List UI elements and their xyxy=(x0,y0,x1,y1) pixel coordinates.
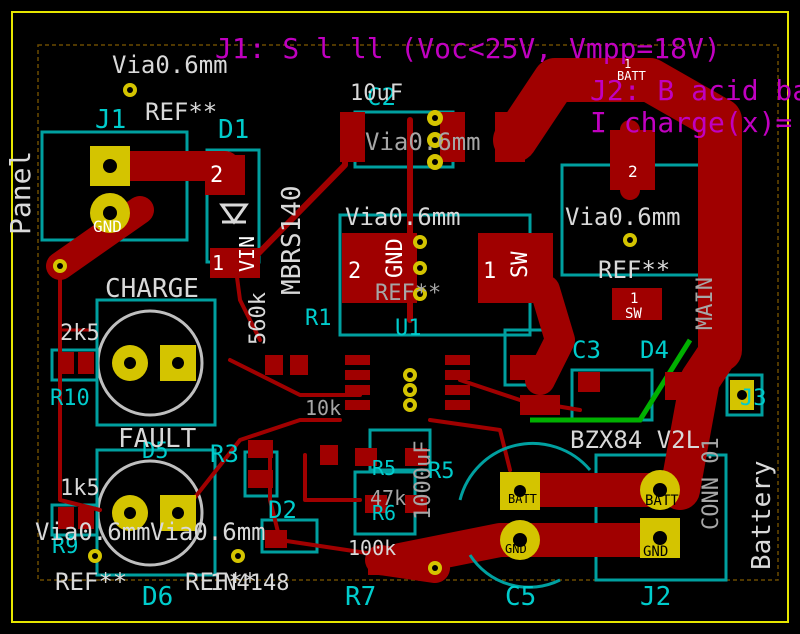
pad-num-d1-2: 2 xyxy=(210,163,223,188)
ref-r3: R3 xyxy=(210,440,239,468)
ref-c3: C3 xyxy=(572,336,601,364)
ref-r7: R7 xyxy=(345,582,376,612)
value-d2: 1N4148 xyxy=(210,571,289,596)
pad-sw-main: SW xyxy=(508,251,533,278)
panel-label: Panel xyxy=(4,151,37,235)
via-label-1: Via0.6mm xyxy=(112,51,228,79)
ref-marker-1: REF** xyxy=(145,98,217,126)
conn-label: CONN 01 xyxy=(699,437,724,530)
note-line-2: J2: B acid battery xyxy=(590,74,800,107)
ref-d1: D1 xyxy=(218,115,249,145)
ref-r9: R9 xyxy=(52,534,79,559)
value-r3: 10k xyxy=(305,396,341,420)
pad-gnd-c5: GND xyxy=(505,542,527,556)
pad-j1-gnd: GND xyxy=(93,217,122,236)
mbr-label: MBRS140 xyxy=(277,185,307,295)
ref-d2: D2 xyxy=(268,496,297,524)
via-label-5: Via0.6mm xyxy=(35,518,151,546)
value-c5: 1000uF xyxy=(411,441,436,520)
ref-marker-5: REF** xyxy=(375,281,441,306)
ref-r1: R1 xyxy=(305,306,332,331)
ref-j3: J3 xyxy=(740,386,767,411)
board-edge-outline xyxy=(11,11,789,623)
via-label-4: Via0.6mm xyxy=(365,128,481,156)
charge-label: CHARGE xyxy=(105,274,199,304)
ref-d5: D5 xyxy=(142,439,169,464)
copper-pours xyxy=(205,112,700,415)
ref-r6: R6 xyxy=(372,501,396,525)
pad-sw-l1: SW xyxy=(625,306,642,322)
note-line-3: I charge(x)= xyxy=(590,106,792,139)
ref-d4: D4 xyxy=(640,336,669,364)
ref-d6: D6 xyxy=(142,582,173,612)
ref-u1: U1 xyxy=(395,316,422,341)
pad-num-batt-top: 1 xyxy=(624,57,631,71)
value-r6: 47k xyxy=(370,486,406,510)
battery-label: Battery xyxy=(747,460,777,570)
value-r10: 2k5 xyxy=(60,321,100,346)
c5-outline xyxy=(458,441,592,501)
note-line-1: J1: S l ll (Voc<25V, Vmpp=18V) xyxy=(215,32,721,65)
c5-outline-lower xyxy=(468,554,561,589)
vias xyxy=(53,83,637,575)
diode-d1-symbol xyxy=(219,203,249,225)
ref-marker-2: REF** xyxy=(598,256,670,284)
pad-gnd-main: GND xyxy=(383,238,408,278)
pad-num-l1-2: 2 xyxy=(628,162,638,181)
ref-c5: C5 xyxy=(505,582,536,612)
green-trace xyxy=(530,338,693,423)
via-label-3: Via0.6mm xyxy=(345,203,461,231)
ref-r10: R10 xyxy=(50,386,90,411)
ref-marker-4: REF** xyxy=(185,568,257,596)
pad-num-d1-1: 1 xyxy=(212,251,224,275)
mode-label: MAIN xyxy=(693,277,718,330)
ref-j2: J2 xyxy=(640,582,671,612)
pad-batt-top: BATT xyxy=(617,69,646,83)
ref-r5b: R5 xyxy=(428,459,455,484)
value-r9: 1k5 xyxy=(60,476,100,501)
ref-c2: C2 xyxy=(367,83,396,111)
led-outlines xyxy=(95,298,217,577)
smd-pads xyxy=(58,352,470,575)
value-c2: 10uF xyxy=(350,81,403,106)
value-r7: 100k xyxy=(348,536,396,560)
pad-num-l1: 1 xyxy=(630,291,638,307)
value-r1: 560k xyxy=(246,292,271,345)
ref-marker-3: REF** xyxy=(55,568,127,596)
via-label-6: Via0.6mm xyxy=(150,518,266,546)
bzx-label: BZX84 V2L xyxy=(570,426,700,454)
pad-gnd-j2: GND xyxy=(643,544,668,560)
pad-num-gnd: 2 xyxy=(348,259,361,284)
fill-zone-outline xyxy=(37,44,779,581)
ref-r5: R5 xyxy=(372,456,396,480)
pad-vin: VIN xyxy=(235,236,259,272)
fault-label: FAULT xyxy=(118,424,197,454)
pad-num-sw: 1 xyxy=(483,259,496,284)
ref-j1: J1 xyxy=(95,105,126,135)
pad-batt-j2: BATT xyxy=(645,493,679,509)
tht-pads xyxy=(90,146,754,560)
via-label-2: Via0.6mm xyxy=(565,203,681,231)
pad-batt-c5: BATT xyxy=(508,492,537,506)
